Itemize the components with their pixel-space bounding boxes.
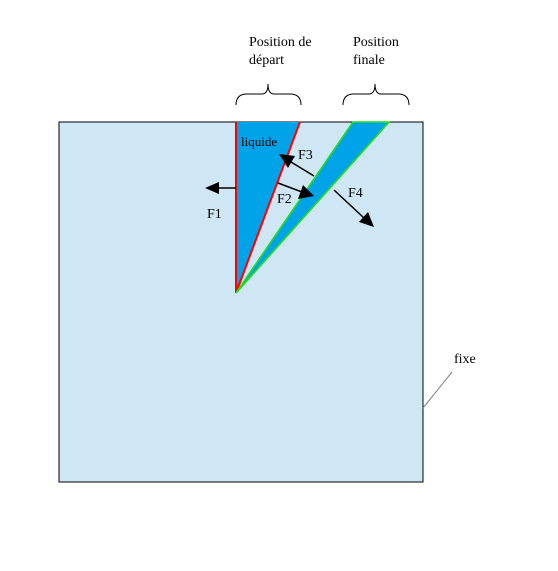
final-wedge-edge-outer	[235, 121, 390, 294]
fixed-leader-line	[422, 371, 453, 409]
f4-arrowhead	[359, 212, 374, 227]
f3-arrowhead	[279, 154, 295, 168]
final-position-brace	[342, 83, 410, 106]
liquid-label: liquide	[241, 134, 277, 149]
final-position-label-line2: finale	[353, 53, 385, 68]
f3-label: F3	[298, 148, 313, 163]
f3-arrow-shaft	[290, 161, 315, 177]
f4-arrow-shaft	[333, 189, 365, 219]
fixed-label: fixe	[454, 352, 476, 367]
f1-arrowhead	[205, 182, 219, 194]
final-wedge-edge-inner	[235, 121, 354, 294]
f4-label: F4	[348, 186, 363, 201]
f2-arrow-shaft	[277, 182, 303, 193]
start-position-brace	[235, 83, 302, 106]
start-position-label-line2: départ	[249, 53, 284, 68]
final-position-label-line1: Position	[353, 35, 399, 50]
start-wedge-right-edge	[235, 121, 301, 294]
start-position-label-line1: Position de	[249, 35, 312, 50]
f2-arrowhead	[298, 185, 314, 199]
f2-label: F2	[277, 192, 292, 207]
f1-label: F1	[207, 207, 222, 222]
